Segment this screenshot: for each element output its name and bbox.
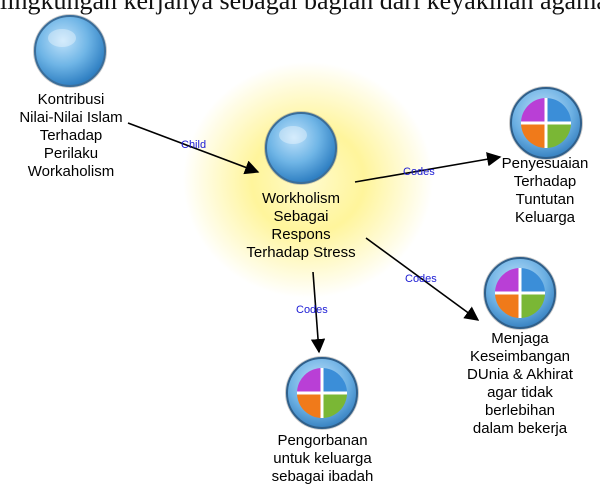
label-line: Perilaku xyxy=(43,145,99,162)
label-line: Sebagai xyxy=(273,208,329,225)
label-line: Tuntutan xyxy=(515,191,575,208)
label-line: sebagai ibadah xyxy=(271,468,374,485)
edge-codes-menjaga[interactable] xyxy=(365,237,480,321)
label-line: agar tidak xyxy=(487,384,553,401)
edge-codes-penyesuaian[interactable] xyxy=(354,152,502,183)
label-line: Workaholism xyxy=(27,163,115,180)
code-quad-icon[interactable] xyxy=(285,356,359,430)
label-line: Pengorbanan xyxy=(277,432,368,449)
node-label-workholism[interactable]: Workholism Sebagai Respons Terhadap Stre… xyxy=(226,190,376,262)
top-caption-text: lingkungan kerjanya sebagai bagian dari … xyxy=(0,0,600,15)
label-line: Penyesuaian xyxy=(501,155,589,172)
node-label-pengorbanan[interactable]: Pengorbanan untuk keluarga sebagai ibada… xyxy=(250,432,395,486)
sphere-icon[interactable] xyxy=(264,111,338,185)
node-label-penyesuaian[interactable]: Penyesuaian Terhadap Tuntutan Keluarga xyxy=(490,155,600,227)
edge-label-codes: Codes xyxy=(403,166,435,178)
label-line: Menjaga xyxy=(491,330,549,347)
label-line: DUnia & Akhirat xyxy=(467,366,573,383)
label-line: Terhadap xyxy=(39,127,103,144)
label-line: Keseimbangan xyxy=(469,348,571,365)
edge-label-codes: Codes xyxy=(405,273,437,285)
label-line: Nilai-Nilai Islam xyxy=(19,109,123,126)
sphere-icon[interactable] xyxy=(33,14,107,88)
label-line: dalam bekerja xyxy=(472,420,568,437)
label-line: Terhadap Stress xyxy=(246,244,356,261)
node-label-kontribusi[interactable]: Kontribusi Nilai-Nilai Islam Terhadap Pe… xyxy=(4,91,138,181)
edge-label-child: Child xyxy=(181,139,207,151)
code-quad-icon[interactable] xyxy=(483,256,557,330)
label-line: Respons xyxy=(271,226,331,243)
edge-codes-pengorbanan[interactable] xyxy=(310,271,326,354)
label-line: berlebihan xyxy=(484,402,556,419)
label-line: Workholism xyxy=(261,190,341,207)
node-label-menjaga[interactable]: Menjaga Keseimbangan DUnia & Akhirat aga… xyxy=(445,330,595,438)
edge-child[interactable] xyxy=(127,122,260,175)
label-line: Kontribusi xyxy=(37,91,105,108)
label-line: untuk keluarga xyxy=(273,450,372,467)
label-line: Keluarga xyxy=(514,209,576,226)
label-line: Terhadap xyxy=(513,173,577,190)
edge-label-codes: Codes xyxy=(296,304,328,316)
code-quad-icon[interactable] xyxy=(509,86,583,160)
